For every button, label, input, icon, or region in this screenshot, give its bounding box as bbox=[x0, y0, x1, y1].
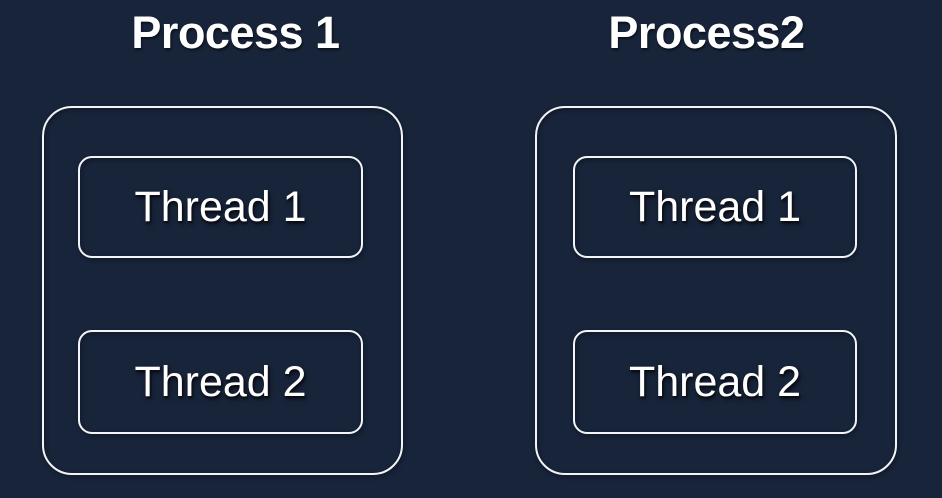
process-1-thread-1-box: Thread 1 bbox=[78, 156, 363, 258]
process-1-thread-1-label: Thread 1 bbox=[134, 182, 307, 231]
process-1-thread-2-label: Thread 2 bbox=[134, 357, 307, 406]
process-group-2: Process2 Thread 1 Thread 2 bbox=[471, 0, 942, 498]
process-1-container bbox=[42, 106, 403, 475]
process-2-title: Process2 bbox=[608, 7, 805, 58]
process-2-container bbox=[535, 106, 897, 475]
process-group-1: Process 1 Thread 1 Thread 2 bbox=[42, 7, 403, 475]
process-2-thread-1-box: Thread 1 bbox=[573, 156, 857, 258]
process-2-thread-2-box: Thread 2 bbox=[573, 330, 857, 434]
process-2-thread-2-label: Thread 2 bbox=[628, 357, 802, 406]
process-2-thread-1-label: Thread 1 bbox=[628, 182, 802, 231]
process-1-thread-2-box: Thread 2 bbox=[78, 330, 363, 434]
process-1-title: Process 1 bbox=[131, 7, 340, 58]
